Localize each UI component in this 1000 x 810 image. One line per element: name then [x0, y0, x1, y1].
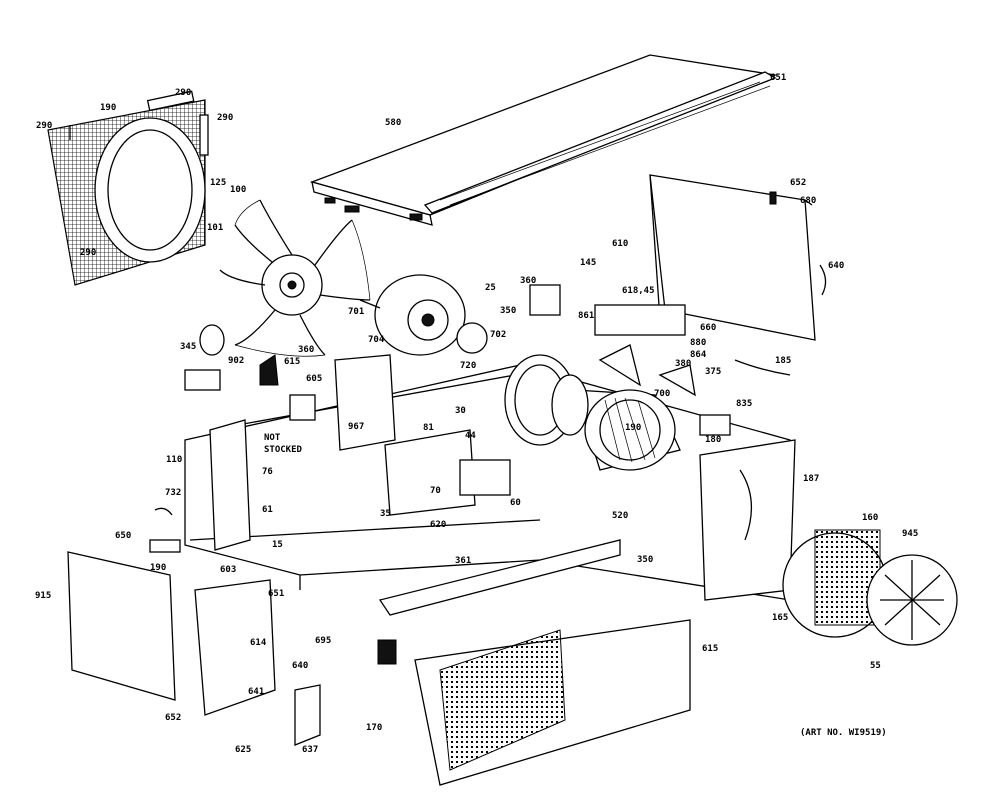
callout-c702: 702 [490, 330, 506, 340]
front-grille-170 [377, 539, 691, 786]
callout-c580: 580 [385, 118, 401, 128]
callout-c651: 651 [770, 73, 786, 83]
callout-c700: 700 [654, 389, 670, 399]
callout-c695: 695 [315, 636, 331, 646]
callout-c61: 61 [262, 505, 273, 515]
callout-c520: 520 [612, 511, 628, 521]
callout-c640: 640 [828, 261, 844, 271]
callout-c55: 55 [870, 661, 881, 671]
callout-c380: 380 [675, 359, 691, 369]
callout-c110: 110 [166, 455, 182, 465]
callout-c915: 915 [35, 591, 51, 601]
callout-c861: 861 [578, 311, 594, 321]
callout-c610: 610 [612, 239, 628, 249]
callout-c100: 100 [230, 185, 246, 195]
callout-c165: 165 [772, 613, 788, 623]
callout-c605: 605 [306, 374, 322, 384]
top-cover-580 [309, 54, 778, 226]
callout-c185: 185 [775, 356, 791, 366]
callout-c902: 902 [228, 356, 244, 366]
callout-c345: 345 [180, 342, 196, 352]
callout-c25: 25 [485, 283, 496, 293]
callout-c190: 190 [100, 103, 116, 113]
callout-c835: 835 [736, 399, 752, 409]
callout-c967: 967 [348, 422, 364, 432]
callout-c290c: 290 [217, 113, 233, 123]
side-panel-610 [649, 174, 827, 341]
callout-c864: 864 [690, 350, 707, 360]
callout-c704: 704 [368, 335, 385, 345]
callout-c160: 160 [862, 513, 878, 523]
callout-c15: 15 [272, 540, 283, 550]
fan-blade-100 [219, 199, 371, 357]
callout-c101: 101 [207, 223, 223, 233]
callout-c187: 187 [803, 474, 819, 484]
callout-c70: 70 [430, 486, 441, 496]
callout-c180a: 180 [705, 435, 721, 445]
callout-c614: 614 [250, 638, 267, 648]
callout-c660: 660 [700, 323, 716, 333]
callout-c30: 30 [455, 406, 466, 416]
callout-labels: 651 290 190 290 290 290 125 580 100 101 652 680 610 6… [35, 73, 918, 755]
callout-c620: 620 [430, 520, 446, 530]
callout-c652: 652 [790, 178, 806, 188]
callout-c720: 720 [460, 361, 476, 371]
callout-c361: 361 [455, 556, 471, 566]
callout-c680: 680 [800, 196, 816, 206]
callout-c290d: 290 [80, 248, 96, 258]
callout-c81: 81 [423, 423, 434, 433]
callout-c641: 641 [248, 687, 264, 697]
callout-c170: 170 [366, 723, 382, 733]
evaporator-187 [699, 439, 796, 601]
callout-c880: 880 [690, 338, 706, 348]
callout-c290b: 290 [36, 121, 52, 131]
callout-c615a: 615 [284, 357, 300, 367]
callout-c60: 60 [510, 498, 521, 508]
chassis-base [184, 354, 791, 601]
callout-c650: 650 [115, 531, 131, 541]
callout-c190b: 190 [625, 423, 641, 433]
callout-c625: 625 [235, 745, 251, 755]
callout-c35: 35 [380, 509, 391, 519]
callout-c640b: 640 [292, 661, 308, 671]
not-stocked-label: STOCKED [264, 445, 303, 455]
left-side-panel-615 [67, 551, 321, 746]
callout-c701: 701 [348, 307, 364, 317]
callout-c290a: 290 [175, 88, 191, 98]
callout-c652b: 652 [165, 713, 181, 723]
small-parts [149, 284, 791, 553]
callout-c125: 125 [210, 178, 226, 188]
callout-c651b: 651 [268, 589, 284, 599]
art-number: (ART NO. WI9519) [800, 728, 887, 738]
callout-c350b: 350 [637, 555, 653, 565]
callout-c76: 76 [262, 467, 273, 477]
condenser-grille-190 [47, 90, 209, 286]
callout-c603: 603 [220, 565, 236, 575]
front-fan-guard-160 [782, 529, 958, 646]
callout-c615b: 615 [702, 644, 718, 654]
callout-c3605: 360 [298, 345, 314, 355]
callout-c190c: 190 [150, 563, 166, 573]
callout-c360: 360 [520, 276, 536, 286]
callout-c945: 945 [902, 529, 918, 539]
callout-c637: 637 [302, 745, 318, 755]
not-stocked-label: NOT [264, 433, 281, 443]
callout-c618: 618,45 [622, 286, 655, 296]
blower-wheel-180 [504, 354, 681, 471]
callout-c375: 375 [705, 367, 721, 377]
callout-c44: 44 [465, 431, 476, 441]
callout-c350: 350 [500, 306, 516, 316]
motor-25 [359, 274, 488, 356]
callout-c732: 732 [165, 488, 181, 498]
callout-c145: 145 [580, 258, 596, 268]
